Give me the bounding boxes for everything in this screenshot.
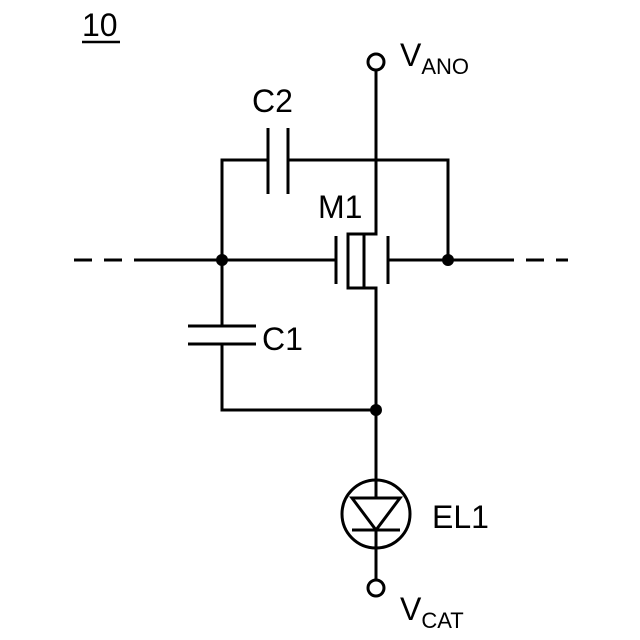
c2-left-wire <box>222 160 268 260</box>
vano-label-sub: ANO <box>421 54 469 79</box>
el1-diode <box>342 480 410 548</box>
vano-terminal <box>368 54 384 70</box>
node-gate-right <box>442 254 454 266</box>
el1-triangle <box>352 498 400 530</box>
m1-label: M1 <box>318 189 362 225</box>
c1-label: C1 <box>262 321 303 357</box>
el1-label: EL1 <box>432 499 489 535</box>
node-source <box>370 404 382 416</box>
c2-label: C2 <box>252 83 293 119</box>
vcat-label: VCAT <box>400 591 464 633</box>
vcat-terminal <box>368 580 384 596</box>
vano-label-main: V <box>400 37 422 73</box>
c2-right-wire <box>288 160 448 260</box>
figure-number: 10 <box>82 7 118 43</box>
m1-transistor <box>336 234 388 288</box>
node-gate-left <box>216 254 228 266</box>
vcat-label-sub: CAT <box>421 608 463 633</box>
vano-label: VANO <box>400 37 469 79</box>
vcat-label-main: V <box>400 591 422 627</box>
